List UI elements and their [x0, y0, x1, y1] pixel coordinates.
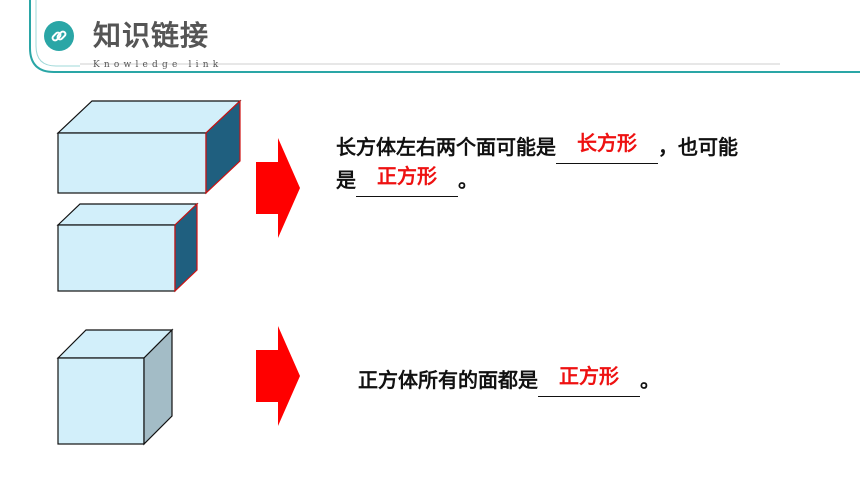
- cube: [56, 328, 174, 446]
- cuboid-small: [56, 202, 199, 293]
- sentence-text: 正方体所有的面都是: [358, 368, 538, 392]
- answer-text: 长方形: [577, 131, 637, 155]
- sentence-cube: 正方体所有的面都是正方形。: [358, 364, 838, 397]
- link-icon: [44, 21, 74, 51]
- answer-blank: 长方形: [556, 131, 658, 164]
- sentence-cuboid: 长方体左右两个面可能是长方形 ，也可能 是正方形。: [336, 131, 836, 197]
- sentence-text: ，也可能: [658, 135, 738, 159]
- sentence-text: 是: [336, 168, 356, 192]
- header-decoration: [29, 0, 860, 73]
- answer-text: 正方形: [377, 164, 437, 188]
- answer-text: 正方形: [559, 364, 619, 388]
- arrow-right-icon: [256, 326, 300, 426]
- page-subtitle: Knowledge link: [93, 60, 223, 70]
- answer-blank: 正方形: [538, 364, 640, 397]
- answer-blank: 正方形: [356, 164, 458, 197]
- arrow-right-icon: [256, 138, 300, 238]
- page-title: 知识链接: [93, 19, 210, 52]
- sentence-text: 。: [640, 368, 660, 392]
- sentence-text: 。: [458, 168, 478, 192]
- sentence-text: 长方体左右两个面可能是: [336, 135, 556, 159]
- cuboid-large: [56, 99, 242, 195]
